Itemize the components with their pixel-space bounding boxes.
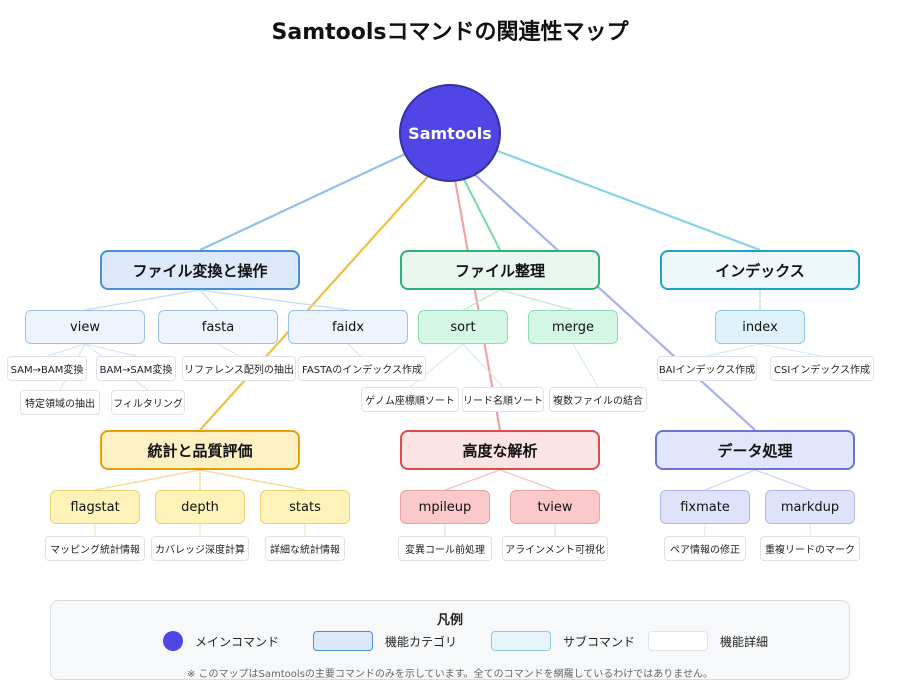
- detail-coverage-depth: カバレッジ深度計算: [151, 536, 249, 561]
- category-data-processing: データ処理: [655, 430, 855, 470]
- detail-filtering: フィルタリング: [111, 390, 185, 415]
- category-advanced-analysis: 高度な解析: [400, 430, 600, 470]
- detail-csi-index: CSIインデックス作成: [770, 356, 874, 381]
- link-faidx-d1: [347, 343, 362, 357]
- legend-detail-label: 機能詳細: [720, 634, 769, 649]
- subcommand-flagstat: flagstat: [50, 490, 140, 524]
- link-sort-d2: [462, 343, 504, 388]
- link-index-d2: [759, 343, 822, 357]
- link-org-merge: [499, 289, 574, 311]
- page-title: Samtoolsコマンドの関連性マップ: [271, 20, 629, 45]
- category-stats-qc: 統計と品質評価: [100, 430, 300, 470]
- link-index-d1: [706, 343, 761, 357]
- detail-detailed-stats: 詳細な統計情報: [265, 536, 345, 561]
- link-conv-fasta: [199, 289, 219, 311]
- link-conv-faidx: [199, 289, 349, 311]
- root-node-samtools: Samtools: [399, 84, 501, 182]
- link-view-d1: [46, 343, 86, 357]
- link-root-stats: [199, 151, 451, 431]
- detail-pair-fix: ペア情報の修正: [664, 536, 746, 561]
- subcommand-faidx: faidx: [288, 310, 408, 344]
- link-dp-markdup: [754, 469, 811, 491]
- detail-merge-files: 複数ファイルの結合: [549, 387, 647, 412]
- detail-fasta-index: FASTAのインデックス作成: [298, 356, 426, 381]
- category-file-organization: ファイル整理: [400, 250, 600, 290]
- legend-subcommand-label: サブコマンド: [563, 634, 636, 649]
- subcommand-depth: depth: [155, 490, 245, 524]
- legend-main-command-label: メインコマンド: [195, 634, 280, 649]
- link-view-d2: [84, 343, 137, 357]
- legend-main-command-swatch: [163, 631, 183, 651]
- detail-mark-duplicates: 重複リードのマーク: [760, 536, 860, 561]
- detail-variant-preprocessing: 変異コール前処理: [398, 536, 492, 561]
- subcommand-merge: merge: [528, 310, 618, 344]
- detail-coordinate-sort: ゲノム座標順ソート: [361, 387, 459, 412]
- legend-detail-swatch: [648, 631, 708, 651]
- legend-panel: 凡例 メインコマンド 機能カテゴリ サブコマンド 機能詳細 ※ このマップはSa…: [50, 600, 850, 680]
- detail-sam-to-bam: SAM→BAM変換: [7, 356, 87, 381]
- link-root-advanced: [448, 151, 502, 431]
- link-stats-stats: [199, 469, 306, 491]
- detail-region-extract: 特定領域の抽出: [20, 390, 100, 415]
- link-merge-d1: [572, 343, 599, 388]
- subcommand-sort: sort: [418, 310, 508, 344]
- category-file-conversion: ファイル変換と操作: [100, 250, 300, 290]
- subcommand-mpileup: mpileup: [400, 490, 490, 524]
- detail-alignment-visualization: アラインメント可視化: [502, 536, 608, 561]
- legend-item-category: 機能カテゴリ: [313, 631, 457, 651]
- subcommand-stats: stats: [260, 490, 350, 524]
- link-conv-view: [84, 289, 201, 311]
- subcommand-index: index: [715, 310, 805, 344]
- link-adv-tview: [499, 469, 556, 491]
- legend-item-subcommand: サブコマンド: [491, 631, 635, 651]
- legend-category-label: 機能カテゴリ: [385, 634, 458, 649]
- link-root-data-processing: [449, 151, 756, 431]
- legend-title: 凡例: [436, 613, 463, 628]
- link-fasta-d1: [217, 343, 240, 357]
- detail-reference-extract: リファレンス配列の抽出: [182, 356, 296, 381]
- detail-bam-to-sam: BAM→SAM変換: [96, 356, 176, 381]
- subcommand-fixmate: fixmate: [660, 490, 750, 524]
- subcommand-tview: tview: [510, 490, 600, 524]
- detail-bai-index: BAIインデックス作成: [657, 356, 757, 381]
- detail-name-sort: リード名順ソート: [462, 387, 544, 412]
- legend-subcommand-swatch: [491, 631, 551, 651]
- legend-note: ※ このマップはSamtoolsの主要コマンドのみを示しています。全てのコマンド…: [186, 669, 714, 680]
- subcommand-fasta: fasta: [158, 310, 278, 344]
- detail-mapping-stats: マッピング統計情報: [45, 536, 145, 561]
- link-org-sort: [462, 289, 501, 311]
- subcommand-view: view: [25, 310, 145, 344]
- link-root-index: [449, 131, 761, 252]
- link-dp-fixmate: [704, 469, 756, 491]
- subcommand-markdup: markdup: [765, 490, 855, 524]
- legend-item-main-command: メインコマンド: [163, 631, 279, 651]
- link-stats-flagstat: [94, 469, 201, 491]
- link-adv-mpileup: [444, 469, 501, 491]
- legend-category-swatch: [313, 631, 373, 651]
- category-index: インデックス: [660, 250, 860, 290]
- legend-item-detail: 機能詳細: [648, 631, 768, 651]
